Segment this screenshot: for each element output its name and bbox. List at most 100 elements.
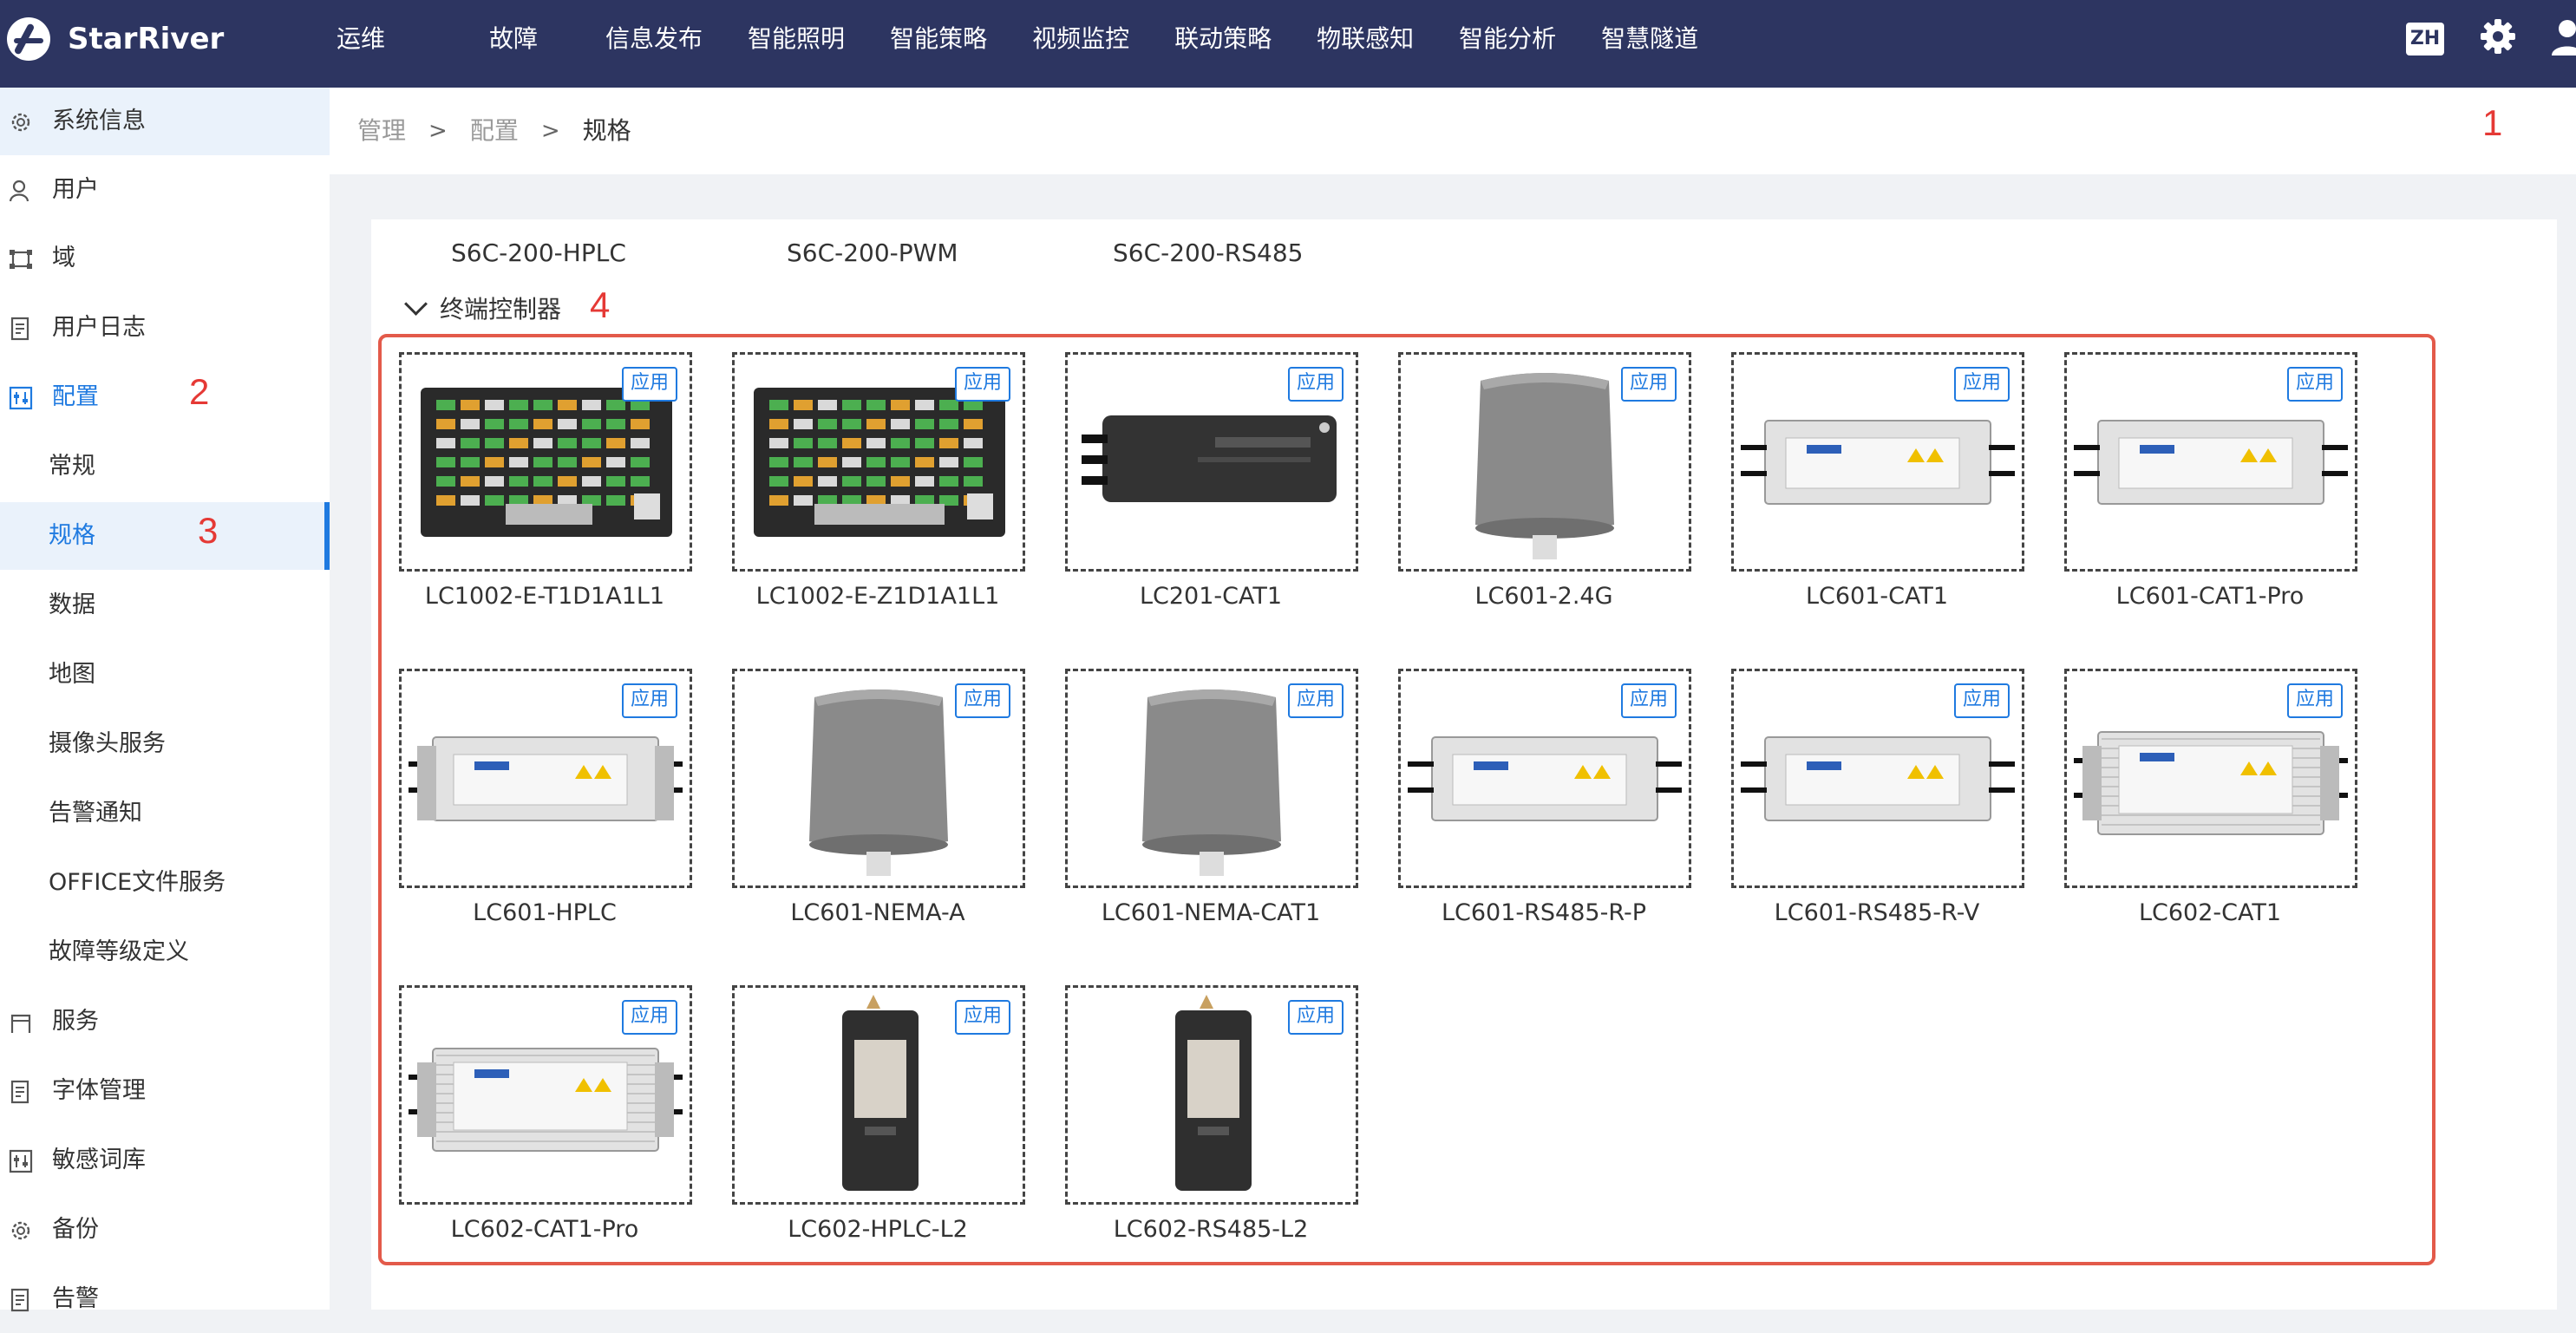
product-image [1475,373,1614,559]
user-icon[interactable] [2548,17,2576,56]
sidebar-item-user[interactable]: 用户 [0,156,330,224]
apply-button[interactable]: 应用 [1954,367,2010,402]
group-header-terminal-controller[interactable]: 终端控制器 [402,289,561,330]
sidebar-item-camera-service[interactable]: 摄像头服务 [0,710,330,778]
apply-button[interactable]: 应用 [2287,367,2343,402]
product-name: LC602-RS485-L2 [1113,1216,1309,1243]
annotation-marker-3: 3 [198,510,219,551]
tab-s6c-200-hplc[interactable]: S6C-200-HPLC [451,239,626,267]
product-image-frame[interactable]: 应用 [732,985,1025,1205]
apply-button[interactable]: 应用 [622,1000,677,1035]
tab-s6c-200-rs485[interactable]: S6C-200-RS485 [1113,239,1304,267]
nav-item-info-publish[interactable]: 信息发布 [605,24,703,53]
product-card[interactable]: 应用 LC601-RS485-R-V [1731,669,2024,929]
product-image-frame[interactable]: 应用 [1065,352,1358,572]
sidebar-item-user-log[interactable]: 用户日志 [0,294,330,362]
nav-item-smart-strategy[interactable]: 智能策略 [890,24,988,53]
sidebar-item-label: 故障等级定义 [49,938,189,965]
product-image-frame[interactable]: 应用 [1065,669,1358,888]
tab-s6c-200-pwm[interactable]: S6C-200-PWM [787,239,958,267]
apply-button[interactable]: 应用 [1621,367,1677,402]
product-image-frame[interactable]: 应用 [399,352,692,572]
apply-button[interactable]: 应用 [622,367,677,402]
apply-button[interactable]: 应用 [622,683,677,718]
apply-button[interactable]: 应用 [955,367,1010,402]
apply-button[interactable]: 应用 [1288,1000,1344,1035]
breadcrumb-item-config[interactable]: 配置 [469,116,519,145]
sidebar-item-data[interactable]: 数据 [0,572,330,639]
logo-icon[interactable] [7,17,50,61]
language-button[interactable]: ZH [2406,23,2444,56]
gear-icon[interactable] [2479,17,2517,56]
product-image [409,736,683,821]
group-title: 终端控制器 [440,295,562,323]
sidebar-item-domain[interactable]: 域 [0,225,330,292]
product-image [1142,689,1281,876]
sidebar-item-label: 告警 [52,1285,99,1312]
apply-button[interactable]: 应用 [1288,367,1344,402]
sidebar-item-general[interactable]: 常规 [0,433,330,500]
product-image-frame[interactable]: 应用 [399,985,692,1205]
sidebar-item-service[interactable]: 服务 [0,988,330,1055]
nav-item-video-monitor[interactable]: 视频监控 [1032,24,1130,53]
brand-name[interactable]: StarRiver [68,22,225,56]
product-name: LC601-RS485-R-V [1774,899,1980,926]
sidebar-item-fault-level[interactable]: 故障等级定义 [0,918,330,986]
apply-button[interactable]: 应用 [955,1000,1010,1035]
sidebar-item-config[interactable]: 配置 [0,363,330,431]
apply-button[interactable]: 应用 [2287,683,2343,718]
sidebar-item-backup[interactable]: 备份 [0,1196,330,1264]
product-image-frame[interactable]: 应用 [1731,352,2024,572]
nav-item-iot-sensing[interactable]: 物联感知 [1317,24,1415,53]
sidebar-item-office-service[interactable]: OFFICE文件服务 [0,849,330,917]
sidebar-item-label: 域 [52,245,75,271]
breadcrumb-item-manage[interactable]: 管理 [357,116,407,145]
sidebar-item-alarm[interactable]: 告警 [0,1265,330,1333]
nav-item-fault[interactable]: 故障 [489,24,539,53]
sidebar-item-map[interactable]: 地图 [0,641,330,709]
product-image-frame[interactable]: 应用 [732,352,1025,572]
product-image-frame[interactable]: 应用 [732,669,1025,888]
product-card[interactable]: 应用 LC601-2.4G [1398,352,1691,612]
product-card[interactable]: 应用 LC602-RS485-L2 [1065,985,1358,1245]
product-image-frame[interactable]: 应用 [2064,669,2357,888]
sidebar-item-sensitive-words[interactable]: 敏感词库 [0,1127,330,1194]
apply-button[interactable]: 应用 [1954,683,2010,718]
product-image-frame[interactable]: 应用 [2064,352,2357,572]
sidebar-item-system-info[interactable]: 系统信息 [0,88,330,155]
log-icon [10,1288,29,1312]
product-image-frame[interactable]: 应用 [1731,669,2024,888]
config-icon [9,386,33,410]
nav-item-smart-analysis[interactable]: 智能分析 [1459,24,1557,53]
sidebar-item-font-manage[interactable]: 字体管理 [0,1057,330,1125]
product-name: LC601-2.4G [1474,583,1613,610]
product-image-frame[interactable]: 应用 [1065,985,1358,1205]
sidebar-item-spec[interactable]: 规格 [0,502,330,570]
nav-item-ops[interactable]: 运维 [337,24,386,53]
sidebar-item-label: OFFICE文件服务 [49,869,226,896]
product-image-frame[interactable]: 应用 [1398,352,1691,572]
apply-button[interactable]: 应用 [1288,683,1344,718]
apply-button[interactable]: 应用 [1621,683,1677,718]
product-image-frame[interactable]: 应用 [399,669,692,888]
nav-item-linkage-strategy[interactable]: 联动策略 [1174,24,1272,53]
sidebar-item-alarm-notify[interactable]: 告警通知 [0,780,330,847]
annotation-marker-2: 2 [189,371,210,412]
sidebar-item-label: 字体管理 [52,1077,146,1104]
nav-item-smart-tunnel[interactable]: 智慧隧道 [1601,24,1699,53]
apply-button[interactable]: 应用 [955,683,1010,718]
nav-item-smart-lighting[interactable]: 智能照明 [748,24,846,53]
product-image-frame[interactable]: 应用 [1398,669,1691,888]
